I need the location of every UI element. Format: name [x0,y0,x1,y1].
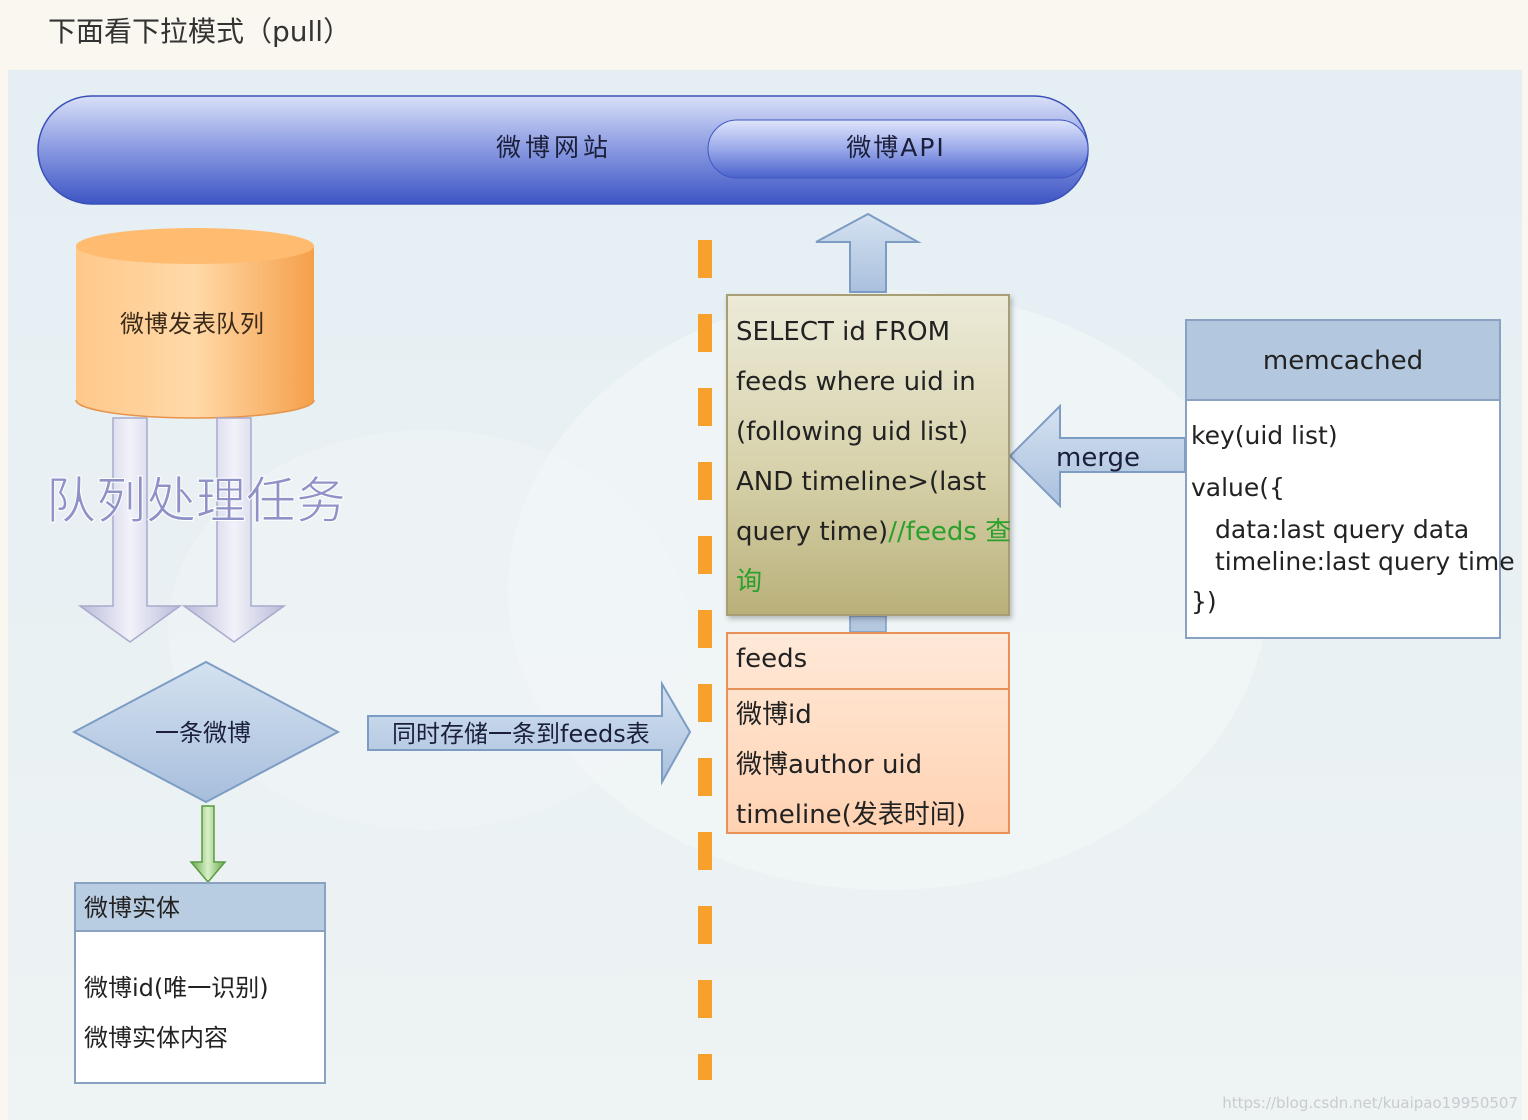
queue-down-arrow-right [181,417,287,643]
watermark: https://blog.csdn.net/kuaipao19950507 [1222,1094,1518,1112]
feeds-table-row-id: 微博id [736,700,812,730]
diamond-label: 一条微博 [155,719,251,747]
queue-down-arrow-left [77,417,183,643]
queue-label: 微博发表队列 [120,310,264,338]
single-weibo-diamond [71,660,341,804]
memcached-body: key(uid list) value({ data:last query da… [1185,401,1515,639]
sql-line-4: AND timeline>(last [736,467,987,497]
entity-row-id: 微博id(唯一识别) [84,974,269,1002]
sql-line-5: query time)//feeds 查 [736,507,1011,557]
memcached-data-line: data:last query data [1215,515,1470,544]
memcached-header: memcached [1185,319,1501,401]
feeds-table-divider [728,688,1008,690]
banner-api-label: 微博API [846,133,946,162]
store-arrow-label: 同时存储一条到feeds表 [392,720,650,748]
queue-task-label: 队列处理任务 [46,472,346,530]
pull-mode-diagram: 微博网站 微博API 微博发表队列 队列处理任务 一条微博 同时存储一条到fee… [8,70,1522,1120]
memcached-value-open: value({ [1191,473,1285,502]
page-heading: 下面看下拉模式（pull） [48,15,352,48]
sql-line-1: SELECT id FROM [736,317,951,347]
memcached-timeline-line: timeline:last query time [1215,547,1515,576]
memcached-close: }) [1191,587,1217,616]
memcached-key: key(uid list) [1191,421,1338,450]
feeds-table-row-timeline: timeline(发表时间) [736,800,966,830]
entity-header: 微博实体 [74,882,326,932]
feeds-table: feeds 微博id 微博author uid timeline(发表时间) [726,632,1010,834]
sql-query-box: SELECT id FROM feeds where uid in (follo… [726,294,1011,616]
sql-feeds-connector [849,615,887,633]
feeds-table-header: feeds [736,644,808,674]
api-pill [707,119,1089,179]
sql-line-3: (following uid list) [736,417,969,447]
merge-label: merge [1056,443,1140,473]
up-to-api-arrow [815,212,922,293]
sql-line-5-prefix: query time) [736,517,889,547]
store-to-feeds-arrow [367,680,692,786]
sql-line-2: feeds where uid in [736,367,976,397]
feeds-table-row-author: 微博author uid [736,750,923,780]
sql-comment-part2: 询 [736,567,763,597]
entity-row-content: 微博实体内容 [84,1024,228,1052]
queue-cylinder [75,228,315,419]
to-entity-green-arrow [189,805,227,884]
banner-site-label: 微博网站 [496,133,612,162]
sql-comment-part1: //feeds 查 [888,517,1012,547]
entity-body: 微博id(唯一识别) 微博实体内容 [74,932,326,1084]
merge-arrow [1008,403,1186,509]
